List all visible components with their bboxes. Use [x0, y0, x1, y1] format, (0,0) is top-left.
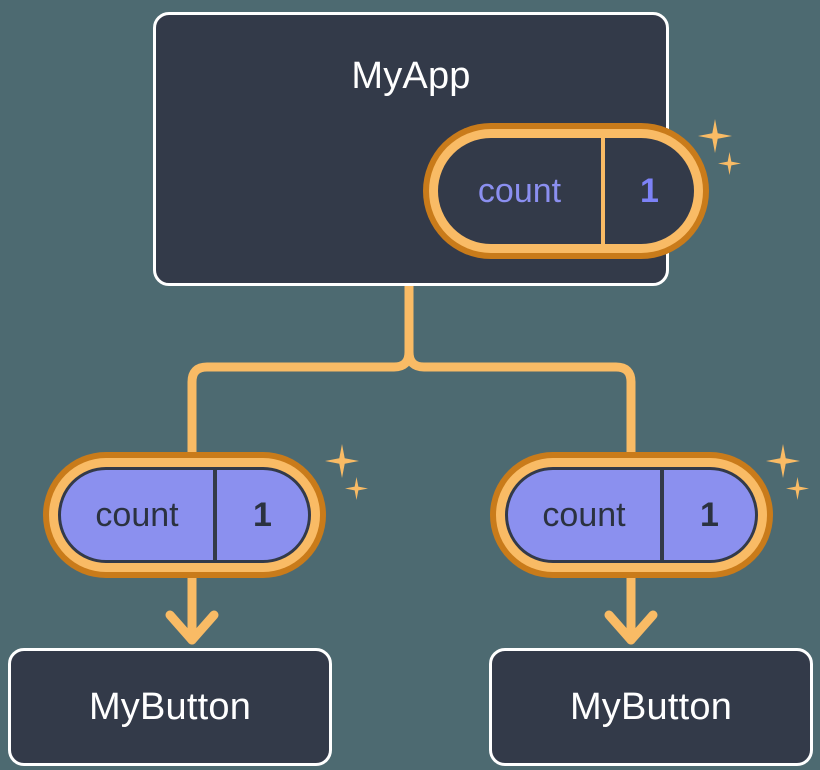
- connector-left-branch: [187, 333, 414, 457]
- connector-right-branch: [404, 333, 636, 457]
- sparkle-icon: [786, 477, 809, 500]
- state-pill-ring: count 1: [49, 458, 320, 572]
- state-pill-body: count 1: [58, 467, 311, 563]
- state-value-label: 1: [253, 496, 272, 534]
- component-label-mybutton: MyButton: [569, 686, 733, 728]
- state-pill-body: count 1: [438, 138, 694, 244]
- component-box-myapp[interactable]: MyApp count 1: [153, 12, 741, 286]
- state-pill-ring: count 1: [429, 129, 703, 253]
- state-pill-myapp[interactable]: count 1: [423, 123, 709, 259]
- arrow-down-icon-right: [604, 573, 658, 645]
- component-label-mybutton: MyButton: [88, 686, 252, 728]
- sparkle-icon: [718, 152, 741, 175]
- state-key-label: count: [61, 470, 217, 560]
- state-pill-child-left[interactable]: count 1: [43, 452, 326, 578]
- arrow-down-icon-left: [165, 573, 219, 645]
- component-label-myapp: MyApp: [351, 55, 471, 97]
- state-pill-ring: count 1: [496, 458, 767, 572]
- state-pill-body: count 1: [505, 467, 758, 563]
- sparkle-icon: [325, 444, 359, 478]
- state-key-label: count: [438, 138, 605, 244]
- component-box-mybutton-left[interactable]: MyButton: [8, 648, 332, 766]
- state-key-label: count: [508, 470, 664, 560]
- sparkle-icon: [766, 444, 800, 478]
- state-pill-child-right[interactable]: count 1: [490, 452, 773, 578]
- sparkle-icon: [698, 119, 732, 153]
- state-value-label: 1: [700, 496, 719, 534]
- component-box-mybutton-right[interactable]: MyButton: [489, 648, 813, 766]
- sparkle-icon: [345, 477, 368, 500]
- state-value-label: 1: [640, 172, 659, 210]
